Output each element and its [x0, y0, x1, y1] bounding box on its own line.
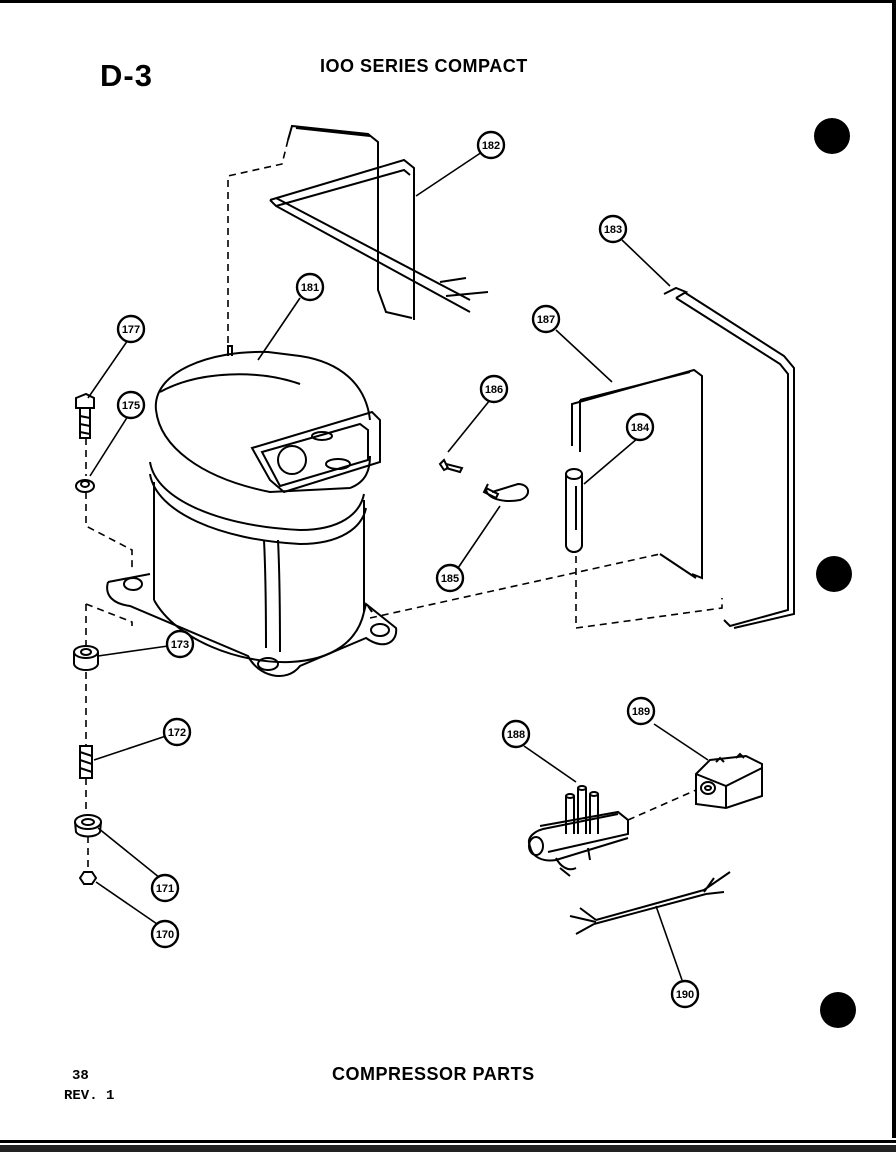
scan-top-edge	[0, 0, 896, 3]
callout-186-label: 186	[485, 384, 503, 396]
coil-189-part	[695, 752, 763, 810]
callout-170: 170	[150, 919, 180, 949]
binder-hole-bottom	[820, 992, 856, 1028]
scan-right-edge	[892, 0, 896, 1152]
callout-182-label: 182	[482, 140, 500, 152]
callout-177: 177	[116, 314, 146, 344]
callout-183-label: 183	[604, 224, 622, 236]
callout-189: 189	[626, 696, 656, 726]
callout-175: 175	[116, 390, 146, 420]
callout-175-label: 175	[122, 400, 140, 412]
callout-187: 187	[531, 304, 561, 334]
binder-hole-middle	[816, 556, 852, 592]
callout-185: 185	[435, 563, 465, 593]
bolt-177-part	[75, 392, 95, 439]
washer-175-part	[75, 479, 95, 493]
screw-186-part	[438, 458, 464, 474]
valve-188-part	[528, 785, 629, 877]
callout-172: 172	[162, 717, 192, 747]
page-number: 38	[72, 1068, 89, 1084]
compressor-181-part	[106, 345, 398, 677]
tube-bracket-182-part	[269, 124, 489, 320]
callouts: 182 181 183 187 184 186 185 177 175 173 …	[116, 130, 700, 1009]
callout-184-label: 184	[631, 422, 650, 434]
clamp-185-part	[482, 482, 529, 502]
spring-172-part	[79, 745, 93, 779]
callout-181-label: 181	[301, 282, 319, 294]
grommet-173-part	[73, 645, 99, 671]
drier-184-part	[565, 468, 583, 553]
callout-181: 181	[295, 272, 325, 302]
callout-170-label: 170	[156, 929, 174, 941]
callout-172-label: 172	[168, 727, 186, 739]
footer-title: COMPRESSOR PARTS	[332, 1064, 535, 1084]
assembly-dashed-lines	[85, 139, 723, 872]
series-title: IOO SERIES COMPACT	[320, 56, 528, 76]
callout-189-label: 189	[632, 706, 650, 718]
nut-170-part	[78, 871, 98, 885]
callout-leader-lines	[87, 151, 709, 981]
callout-173-label: 173	[171, 639, 189, 651]
callout-173: 173	[165, 629, 195, 659]
bracket-187-part	[571, 368, 703, 580]
wire-harness-190-part	[569, 871, 731, 935]
callout-188-label: 188	[507, 729, 525, 741]
callout-182: 182	[476, 130, 506, 160]
callout-185-label: 185	[441, 573, 459, 585]
callout-177-label: 177	[122, 324, 140, 336]
callout-187-label: 187	[537, 314, 555, 326]
callout-183: 183	[598, 214, 628, 244]
section-code: D-3	[100, 58, 153, 93]
callout-186: 186	[479, 374, 509, 404]
callout-171: 171	[150, 873, 180, 903]
callout-184: 184	[625, 412, 655, 442]
grommet-171-part	[74, 814, 102, 838]
binder-hole-top	[814, 118, 850, 154]
scan-bottom-edge	[0, 1138, 896, 1152]
callout-190-label: 190	[676, 989, 694, 1001]
revision-label: REV. 1	[64, 1088, 115, 1104]
callout-188: 188	[501, 719, 531, 749]
callout-171-label: 171	[156, 883, 174, 895]
tube-183-part	[663, 286, 795, 629]
callout-190: 190	[670, 979, 700, 1009]
